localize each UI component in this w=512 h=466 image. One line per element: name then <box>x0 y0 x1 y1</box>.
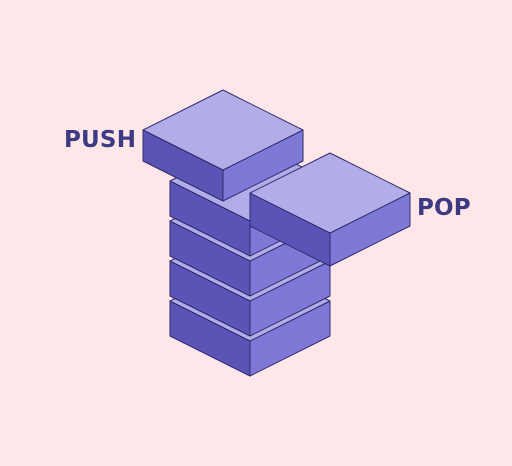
push-block-top-face <box>142 89 304 171</box>
pop-block <box>249 152 411 267</box>
pop-block-top-face <box>249 152 411 234</box>
push-block <box>142 89 304 202</box>
pop-label: POP <box>417 195 471 221</box>
push-label: PUSH <box>64 127 137 153</box>
